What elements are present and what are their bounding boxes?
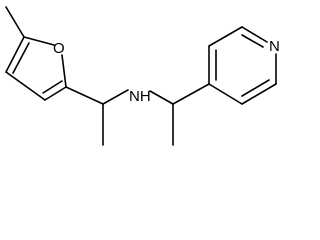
bond-pyr-c6-c5 xyxy=(241,83,277,105)
furan-oxygen-label: O xyxy=(53,40,65,57)
bond-furan-c3-c2 xyxy=(44,86,67,101)
bond-nh-ch xyxy=(149,90,174,105)
structure-diagram: O NH N xyxy=(5,6,280,146)
bond-furan-c2-o xyxy=(61,54,67,88)
bond-furan-c5-c4 xyxy=(5,36,25,73)
bond-pyr-c6-c5-double xyxy=(241,79,270,97)
pyridine-nitrogen-label: N xyxy=(269,38,280,55)
bond-pyr-c2-n-double xyxy=(241,34,264,48)
bond-methyl-furan xyxy=(5,6,25,38)
bond-furan-c3-c2-double xyxy=(42,80,63,94)
bond-pyr-c5-c4 xyxy=(208,83,243,105)
bond-furan-c5-c4-double xyxy=(12,42,30,74)
bond-furan-ch xyxy=(65,86,104,105)
bond-ch-nh xyxy=(102,89,129,105)
bond-furan-o-c5 xyxy=(23,36,55,46)
bond-ch-pyridine xyxy=(172,83,210,105)
bond-pyr-c3-c2 xyxy=(208,26,243,47)
bond-furan-c4-c3 xyxy=(5,71,46,101)
amine-label: NH xyxy=(129,88,151,105)
bond-pyr-c2-n xyxy=(241,26,268,43)
